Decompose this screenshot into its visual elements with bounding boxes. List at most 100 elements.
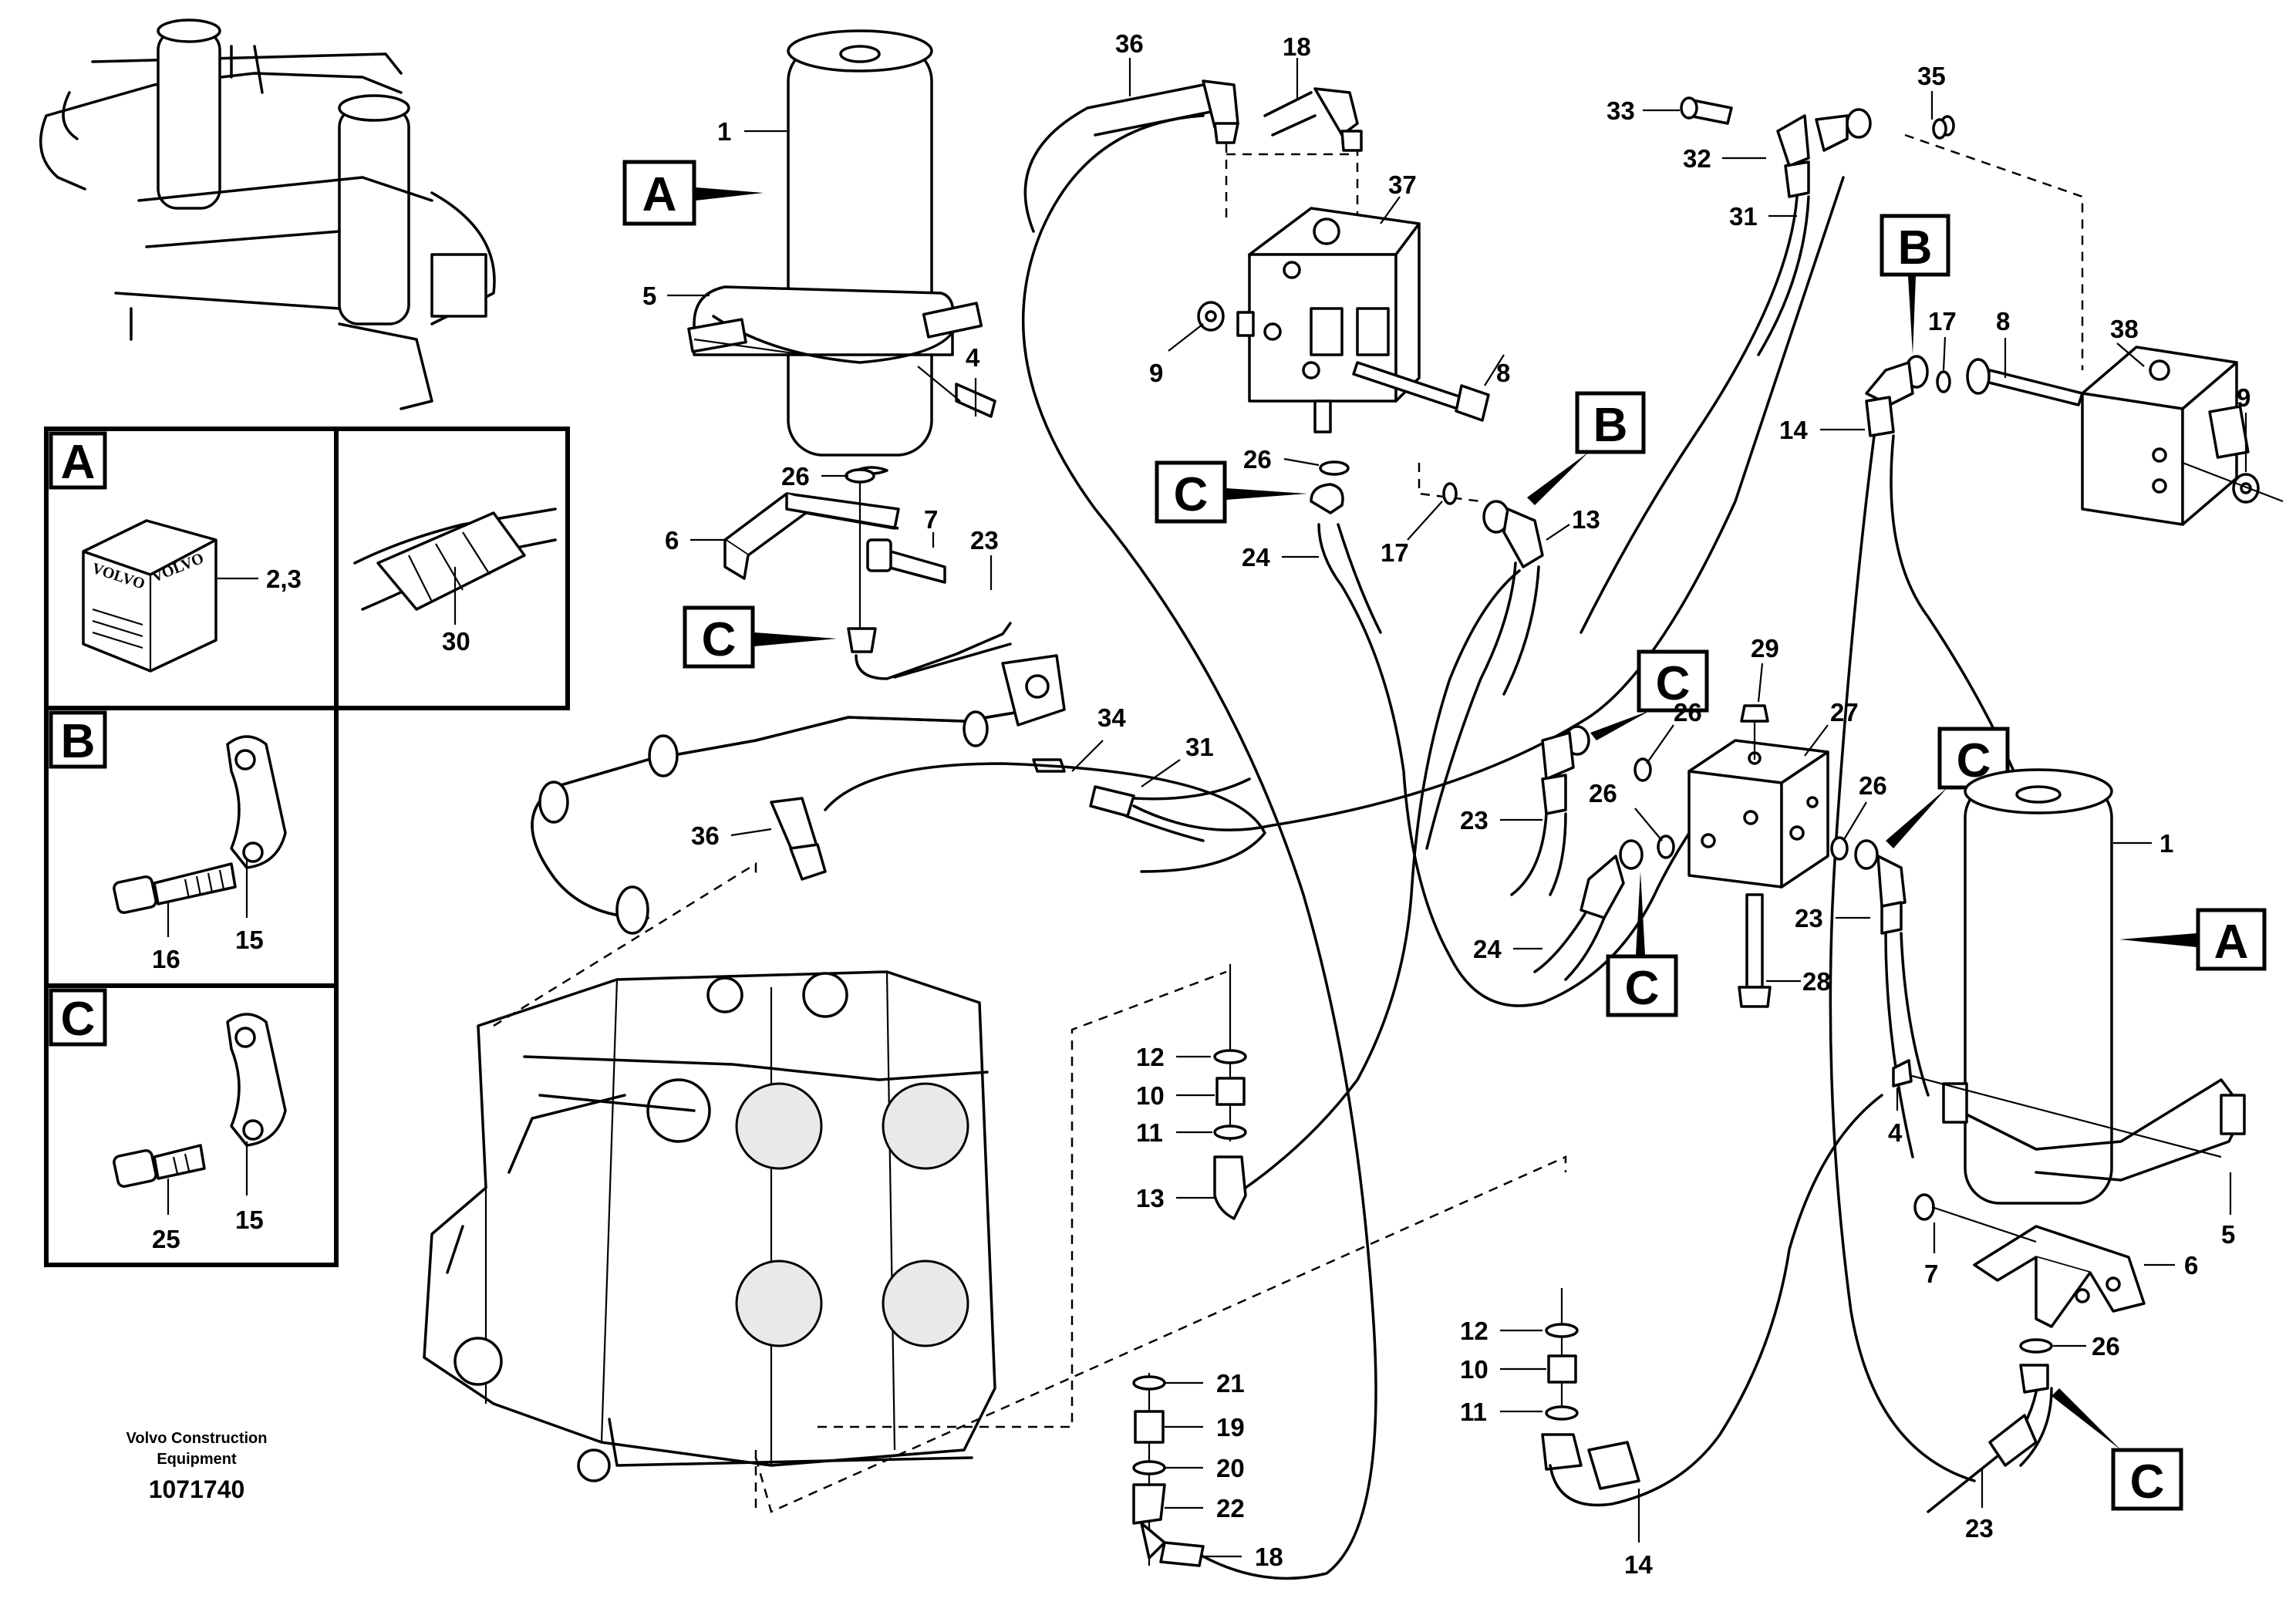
ref-c-top-letter: C xyxy=(1174,468,1209,521)
ref-box-c-top: C xyxy=(1155,460,1307,524)
accumulator-right xyxy=(1892,768,2246,1205)
legend-c-label-clamp: 15 xyxy=(235,1206,264,1234)
ref-b-right-letter: B xyxy=(1898,221,1933,275)
callout-26-block-right: 26 xyxy=(1859,771,1887,800)
callout-37: 37 xyxy=(1388,170,1417,199)
bolt-8-left xyxy=(1352,361,1490,422)
callout-4-right: 4 xyxy=(1888,1118,1903,1147)
callout-8-right: 8 xyxy=(1996,307,2010,336)
hose-23-right-bottom xyxy=(1927,1338,2053,1513)
ref-box-c-right-top: C xyxy=(1590,649,1709,740)
bolt-29 xyxy=(1740,704,1769,760)
callout-10-center: 10 xyxy=(1136,1081,1165,1110)
callout-13-lower: 13 xyxy=(1136,1184,1165,1212)
fittings-around-27 xyxy=(1510,725,1930,1158)
callout-11-lower: 11 xyxy=(1460,1398,1487,1426)
callout-1-left: 1 xyxy=(717,117,731,146)
ref-box-c-center-low: C xyxy=(1606,872,1678,1017)
bolt-25 xyxy=(113,1144,206,1189)
callout-8-center: 8 xyxy=(1496,359,1510,387)
o-rings xyxy=(845,118,1947,505)
callout-7-left: 7 xyxy=(924,505,938,534)
callout-19: 19 xyxy=(1216,1413,1245,1442)
ref-box-b-right: B xyxy=(1880,214,1950,355)
callout-14-right: 14 xyxy=(1779,416,1808,444)
pipe-assembly xyxy=(531,654,1066,935)
bolt-7-right xyxy=(1913,1193,2037,1243)
ref-c-right-top-letter: C xyxy=(1656,657,1691,710)
drawing-number: 1071740 xyxy=(149,1475,245,1503)
plug-9-right xyxy=(2182,461,2284,504)
callout-14-bottom: 14 xyxy=(1624,1550,1653,1579)
ref-c-center-low-letter: C xyxy=(1625,962,1660,1015)
callout-24-top: 24 xyxy=(1242,543,1270,572)
stack-12-10-11-13 xyxy=(1213,569,1521,1220)
volvo-grease-package: VOLVO VOLVO xyxy=(82,519,217,673)
legend-b-tag xyxy=(49,710,107,769)
valve-block-37 xyxy=(1248,207,1421,433)
ref-box-a-right: A xyxy=(2119,908,2267,971)
callout-23-left-block: 23 xyxy=(1460,806,1489,835)
callout-26-right-low: 26 xyxy=(2092,1332,2120,1361)
callout-35: 35 xyxy=(1917,62,1946,90)
callout-26-left: 26 xyxy=(781,462,810,491)
fitting-36-lower xyxy=(770,762,1266,881)
callout-12-center: 12 xyxy=(1136,1043,1165,1071)
callout-5-right: 5 xyxy=(2221,1220,2235,1249)
callouts: 1 5 4 26 6 7 23 36 18 37 9 8 26 xyxy=(642,29,2250,1579)
callout-31-right: 31 xyxy=(1729,202,1758,231)
hose-24-top xyxy=(1310,483,1760,1007)
callout-28: 28 xyxy=(1802,967,1831,996)
callout-9-left: 9 xyxy=(1149,359,1163,387)
ref-b-center-letter: B xyxy=(1593,399,1628,452)
stack-12-10-11-lower xyxy=(1541,1094,1883,1507)
bolt-16 xyxy=(113,862,237,915)
callout-36-lower: 36 xyxy=(691,821,720,850)
callout-26-valve: 26 xyxy=(1243,445,1272,474)
callout-33: 33 xyxy=(1607,96,1635,125)
distribution-block-27 xyxy=(1687,739,1829,889)
callout-5-left: 5 xyxy=(642,282,656,310)
legend-b-label-clamp: 15 xyxy=(235,926,264,954)
callout-18-top: 18 xyxy=(1283,32,1311,61)
callout-34: 34 xyxy=(1097,703,1126,732)
legend-a-tag xyxy=(49,431,107,490)
callout-1-right: 1 xyxy=(2159,829,2173,858)
legend-c-label-bolt: 25 xyxy=(152,1225,180,1253)
dashed-leader-1 xyxy=(493,862,757,1027)
flange-clamp-c xyxy=(226,1013,287,1147)
tape-wrapped-hose xyxy=(353,508,557,611)
legend-b-label-bolt: 16 xyxy=(152,945,180,973)
hose-23-left xyxy=(855,622,1012,680)
control-valve-body xyxy=(423,970,996,1482)
callout-38: 38 xyxy=(2110,315,2139,343)
callout-24-lower: 24 xyxy=(1473,935,1502,963)
ref-a-left-letter: A xyxy=(642,168,677,221)
valve-block-38 xyxy=(2081,346,2250,526)
callout-32: 32 xyxy=(1683,144,1711,173)
stack-21-19-20-22 xyxy=(1021,114,1377,1580)
overview-thumbnail xyxy=(39,19,496,410)
plug-9-left xyxy=(1197,301,1225,332)
callout-20: 20 xyxy=(1216,1454,1245,1482)
callout-17-center: 17 xyxy=(1381,538,1409,567)
ref-box-a-left: A xyxy=(622,160,764,226)
callout-26-block-left: 26 xyxy=(1589,779,1617,808)
mount-bracket-6-right xyxy=(1973,1225,2146,1328)
callout-29: 29 xyxy=(1751,634,1779,663)
callout-18-lower: 18 xyxy=(1255,1543,1283,1571)
legend-box: A VOLVO VOLVO 2,3 30 B xyxy=(44,427,570,1267)
legend-a-label-grease: 2,3 xyxy=(266,565,302,593)
credit-block: Volvo Construction Equipment 1071740 xyxy=(126,1430,268,1503)
hose-13 xyxy=(1425,500,1544,850)
callout-26-block-top: 26 xyxy=(1674,698,1702,727)
callout-22: 22 xyxy=(1216,1494,1245,1523)
bolt-28 xyxy=(1738,893,1772,1008)
credit-line-1: Volvo Construction xyxy=(126,1430,268,1447)
callout-17-right: 17 xyxy=(1928,307,1957,336)
bolt-8-right xyxy=(1966,358,2084,406)
callout-23-right: 23 xyxy=(1795,904,1823,932)
ref-a-right-letter: A xyxy=(2214,916,2249,969)
dashed-leader-2 xyxy=(818,970,1227,1428)
